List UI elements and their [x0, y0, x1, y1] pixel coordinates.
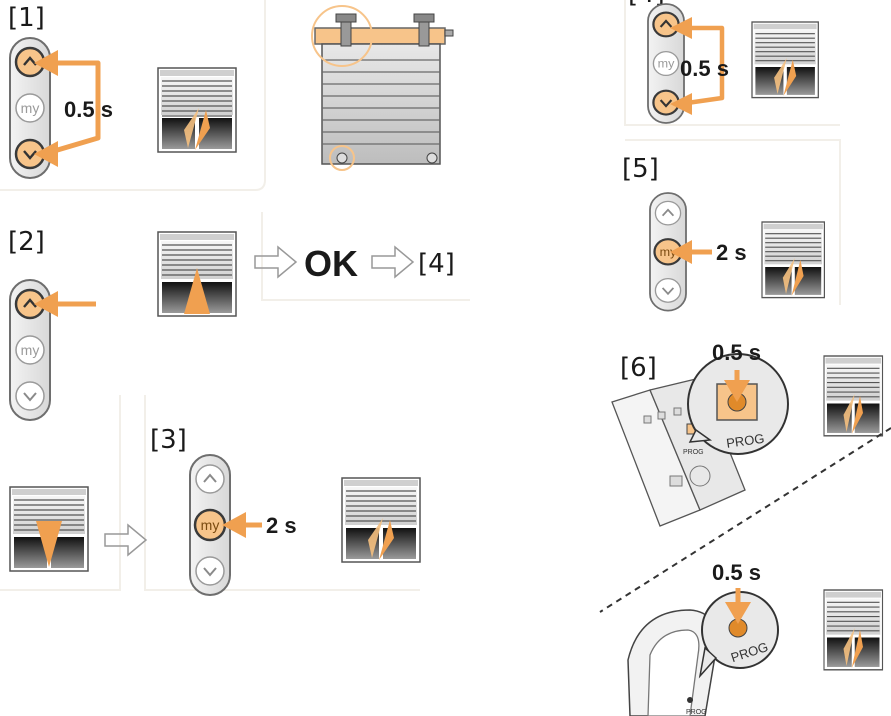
step-1-shutter	[157, 67, 237, 153]
step-6-duration-b: 0.5 s	[712, 560, 761, 585]
step-4-bracket	[679, 25, 725, 107]
step-5-label: [5]	[622, 154, 659, 184]
svg-text:my: my	[660, 245, 678, 259]
prog-zoom-a: PROG	[687, 353, 789, 455]
step-6-shutter-a	[823, 355, 884, 437]
step-4-shutter	[751, 21, 819, 99]
divider-dashed-line	[599, 427, 891, 613]
panel-backgrounds	[0, 0, 841, 591]
step-4-label: [4]	[628, 0, 665, 9]
step-3-start-shutter	[9, 486, 89, 572]
step-3-duration: 2 s	[266, 513, 297, 538]
step-3-label: [3]	[150, 425, 187, 455]
outline-arrow-icon	[254, 245, 415, 279]
step-2-next: [4]	[418, 249, 455, 279]
step-5-remote: my	[649, 192, 687, 312]
my-icon: my	[21, 342, 40, 358]
up-arrow-icon	[652, 11, 680, 38]
hand-arrow-icon	[670, 240, 712, 264]
svg-text:PROG: PROG	[683, 449, 704, 456]
step-1-duration: 0.5 s	[64, 97, 113, 122]
outline-arrow-icon	[104, 523, 148, 557]
step-6-shutter-b	[823, 589, 884, 671]
step-1-label: [1]	[8, 3, 45, 33]
step-5-duration: 2 s	[716, 240, 747, 265]
step-2-label: [2]	[8, 227, 45, 257]
hand-arrow-icon	[670, 17, 692, 115]
step-6-duration-a: 0.5 s	[712, 340, 761, 365]
step-6-label: [6]	[620, 353, 657, 383]
tap-arrow-icon	[724, 370, 750, 402]
step-3-remote: my	[189, 454, 231, 596]
my-icon: my	[658, 57, 676, 71]
step-1-remote: my	[9, 37, 51, 179]
step-4-duration: 0.5 s	[680, 56, 729, 81]
step-5-shutter	[761, 221, 826, 299]
hand-arrow-icon	[222, 512, 262, 538]
step-3-shutter	[341, 477, 421, 563]
svg-text:PROG: PROG	[725, 431, 765, 451]
step-1-bracket	[43, 60, 101, 157]
hand-arrow-icon	[34, 291, 96, 317]
step-2-shutter	[157, 231, 237, 317]
motor-head	[311, 5, 454, 171]
tap-arrow-icon	[725, 588, 751, 624]
svg-text:PROG: PROG	[686, 709, 707, 716]
step-2-ok: OK	[304, 243, 358, 284]
my-icon: my	[21, 100, 40, 116]
motor-card-a: PROG	[611, 377, 746, 527]
step-2-remote: my	[9, 279, 51, 421]
prog-zoom-b: PROG	[698, 591, 779, 679]
hand-arrow-icon	[34, 50, 58, 167]
remote-top-b: PROG	[627, 609, 718, 716]
svg-text:my: my	[201, 517, 220, 533]
step-4-remote: my	[647, 3, 685, 124]
